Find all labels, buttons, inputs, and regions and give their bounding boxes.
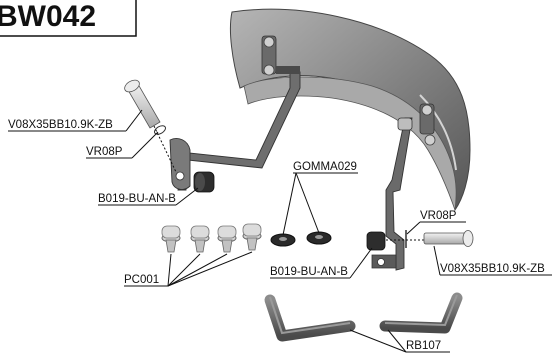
callout-tube: RB107 xyxy=(349,329,450,353)
bolt-right xyxy=(423,230,474,247)
bracket-left xyxy=(169,66,301,191)
spacer-right xyxy=(366,231,386,251)
clip-3 xyxy=(217,225,237,253)
clip-2 xyxy=(190,225,210,253)
label-bolt-left: V08X35BB10.9K-ZB xyxy=(8,119,113,131)
callout-washer-right: VR08P xyxy=(406,210,466,235)
spacer-left xyxy=(193,171,215,193)
callout-spacer-right: B019-BU-AN-B xyxy=(270,247,373,279)
label-spacer-right: B019-BU-AN-B xyxy=(270,266,348,278)
callout-bolt-left: V08X35BB10.9K-ZB xyxy=(8,109,143,132)
clip-1 xyxy=(161,225,181,253)
label-spacer-left: B019-BU-AN-B xyxy=(98,193,176,205)
label-gomma: GOMMA029 xyxy=(293,161,357,173)
fender-guard xyxy=(229,8,471,212)
callout-spacer-left: B019-BU-AN-B xyxy=(98,187,199,206)
callout-bolt-right: V08X35BB10.9K-ZB xyxy=(433,245,552,276)
bracket-right xyxy=(371,117,413,271)
label-clips: PC001 xyxy=(124,274,159,286)
assembly-axis-left xyxy=(153,125,177,173)
label-bolt-right: V08X35BB10.9K-ZB xyxy=(440,263,545,275)
bolt-left xyxy=(124,79,161,129)
push-clips xyxy=(161,223,262,253)
gomma-grommets xyxy=(270,231,332,247)
clip-4 xyxy=(242,223,262,251)
callout-clips: PC001 xyxy=(124,251,253,287)
label-washer-left: VR08P xyxy=(86,146,123,158)
title-box: BW042 xyxy=(0,0,137,37)
callout-washer-left: VR08P xyxy=(86,131,159,159)
title-text: BW042 xyxy=(0,0,96,33)
label-washer-right: VR08P xyxy=(420,210,457,222)
label-tube: RB107 xyxy=(406,340,441,352)
callout-gomma: GOMMA029 xyxy=(282,161,358,236)
rubber-tubes xyxy=(264,292,463,342)
